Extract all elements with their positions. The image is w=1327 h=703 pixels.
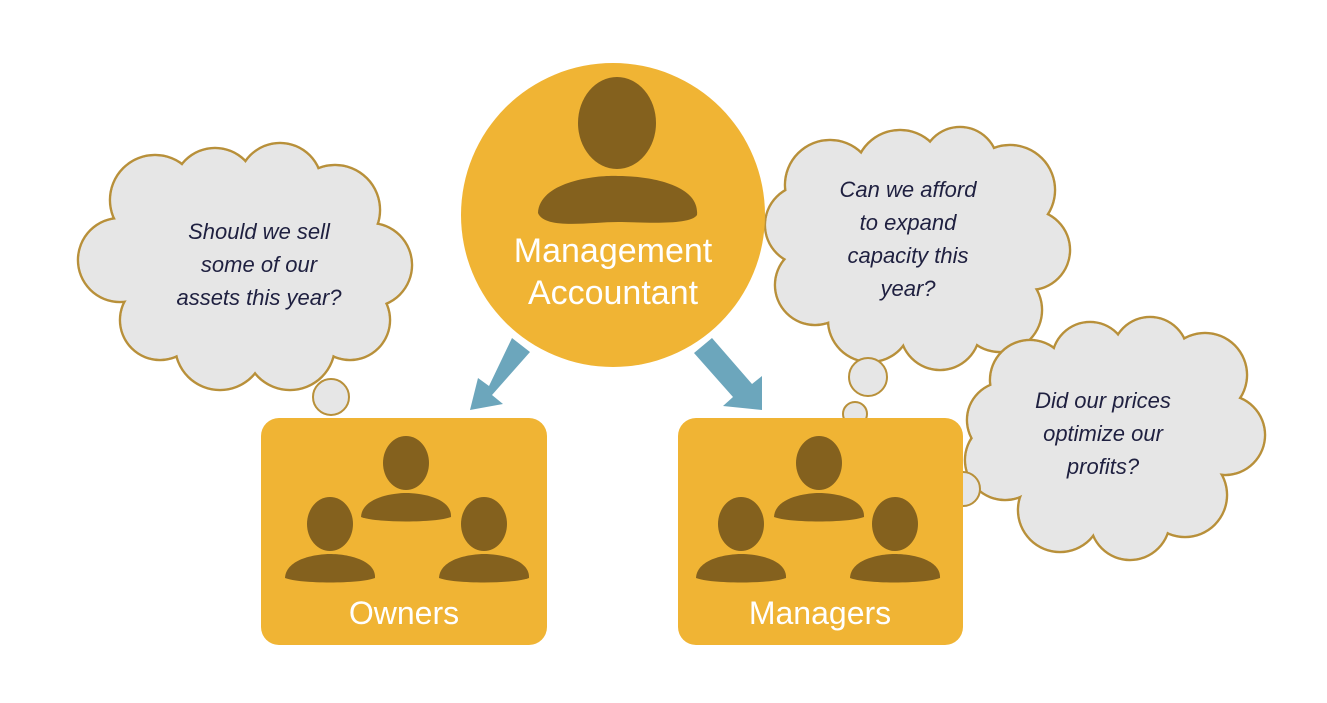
management-accountant-node: Management Accountant: [461, 63, 765, 367]
owners-thought-cloud: [76, 141, 414, 465]
thought-line: optimize our: [1043, 421, 1165, 446]
thought-line: year?: [878, 276, 936, 301]
thought-bubble-dot: [848, 357, 888, 397]
thought-line: assets this year?: [176, 285, 342, 310]
person-icon: [361, 436, 452, 522]
center-title-line2: Accountant: [528, 274, 699, 312]
managers-node: Managers: [678, 418, 963, 645]
arrow-to-owners: [470, 338, 530, 410]
thought-bubble-dot: [312, 378, 350, 416]
thought-line: Can we afford: [840, 177, 978, 202]
person-icon: [285, 497, 376, 583]
thought-line: some of our: [201, 252, 319, 277]
arrow-to-managers: [694, 338, 762, 410]
person-icon: [696, 497, 787, 583]
managers-thought-cloud-1: [763, 125, 1072, 447]
managers-label: Managers: [749, 595, 891, 631]
person-icon: [850, 497, 941, 583]
owners-node: Owners: [261, 418, 547, 645]
owners-label: Owners: [349, 595, 459, 631]
person-icon: [439, 497, 530, 583]
thought-line: to expand: [860, 210, 957, 235]
owners-thought-text: Should we sell some of our assets this y…: [176, 219, 342, 310]
thought-line: Did our prices: [1035, 388, 1171, 413]
thought-line: profits?: [1066, 454, 1140, 479]
thought-line: Should we sell: [188, 219, 331, 244]
center-title-line1: Management: [514, 232, 713, 270]
managers-thought-1-text: Can we afford to expand capacity this ye…: [840, 177, 978, 301]
managers-thought-2-text: Did our prices optimize our profits?: [1035, 388, 1171, 479]
person-icon: [538, 77, 698, 224]
thought-line: capacity this: [847, 243, 968, 268]
managers-thought-cloud-2: [919, 315, 1267, 562]
person-icon: [774, 436, 865, 522]
